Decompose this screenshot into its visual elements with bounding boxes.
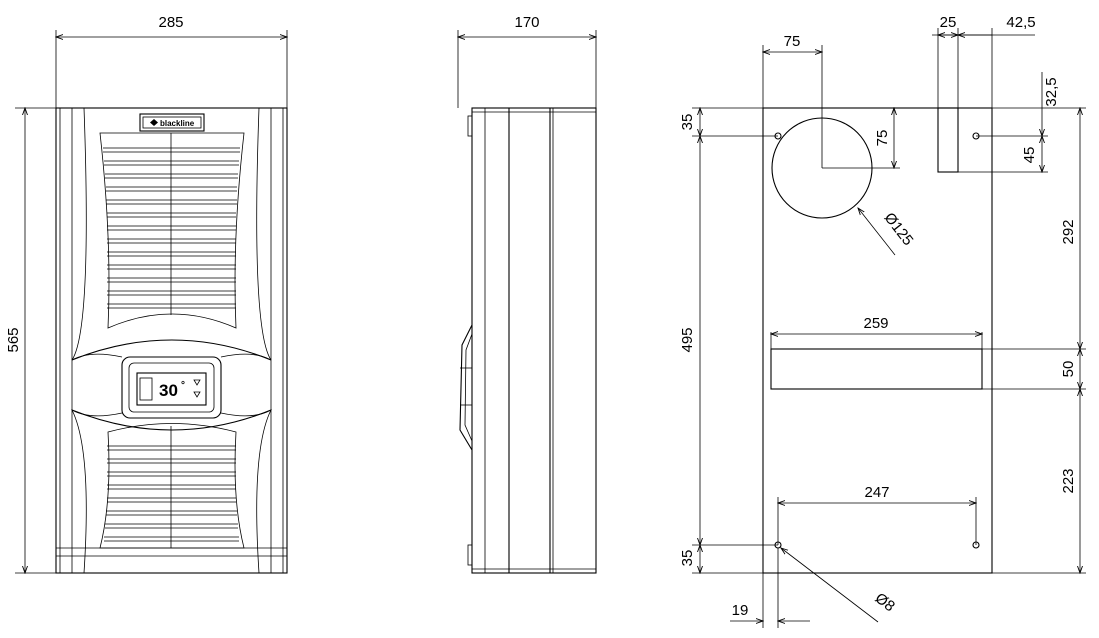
dim-50: 50 bbox=[1060, 361, 1077, 378]
dim-292: 292 bbox=[1060, 219, 1077, 244]
display-bezel bbox=[121, 356, 222, 419]
front-body-outline bbox=[55, 107, 288, 574]
logo-plate bbox=[139, 113, 205, 132]
dim-35-top: 35 bbox=[679, 114, 696, 131]
dim-diameter-8: Ø8 bbox=[872, 590, 898, 616]
display-left-button-icon bbox=[139, 377, 153, 401]
dim-247: 247 bbox=[864, 484, 889, 501]
dim-75-top: 75 bbox=[784, 33, 801, 50]
slot-cutout bbox=[937, 107, 959, 173]
display-arrow-icons bbox=[193, 379, 201, 398]
dim-25: 25 bbox=[940, 14, 957, 31]
display-value: 30 bbox=[159, 381, 178, 400]
height-label: 565 bbox=[5, 327, 22, 352]
dim-495: 495 bbox=[679, 327, 696, 352]
dim-75-vertical: 75 bbox=[874, 130, 891, 147]
dim-32-5: 32,5 bbox=[1043, 77, 1060, 106]
temperature-display bbox=[136, 372, 207, 406]
dim-259: 259 bbox=[863, 315, 888, 332]
dim-45: 45 bbox=[1021, 147, 1038, 164]
dim-19: 19 bbox=[732, 602, 749, 619]
logo-text: blackline bbox=[160, 119, 195, 128]
cutout-panel-outline bbox=[762, 107, 993, 574]
front-view: 285 565 30 bbox=[5, 14, 287, 573]
display-unit: ° bbox=[181, 380, 185, 391]
dim-223: 223 bbox=[1060, 468, 1077, 493]
dim-42-5: 42,5 bbox=[1006, 14, 1035, 31]
cutout-view: 75 75 Ø125 25 42,5 32,5 45 292 50 bbox=[679, 14, 1086, 628]
side-view: 170 bbox=[458, 14, 597, 574]
logo-diamond-icon bbox=[150, 119, 158, 126]
depth-label: 170 bbox=[514, 14, 539, 31]
dim-35-bottom: 35 bbox=[679, 550, 696, 567]
width-label: 285 bbox=[158, 14, 183, 31]
rectangular-cutout bbox=[770, 348, 983, 390]
side-body-outline bbox=[471, 107, 597, 574]
